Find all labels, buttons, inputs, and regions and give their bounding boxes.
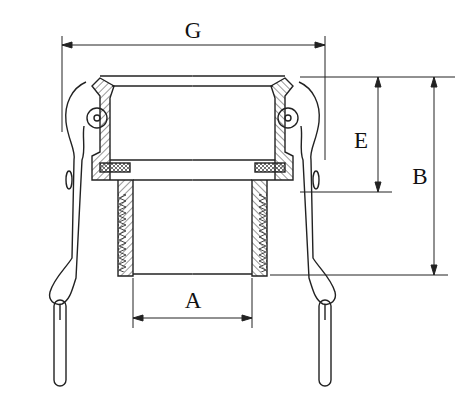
- dimension-label: B: [410, 164, 429, 189]
- dimension-label: E: [352, 128, 370, 153]
- dimension-label: G: [183, 18, 204, 43]
- dimension-label: A: [183, 288, 204, 313]
